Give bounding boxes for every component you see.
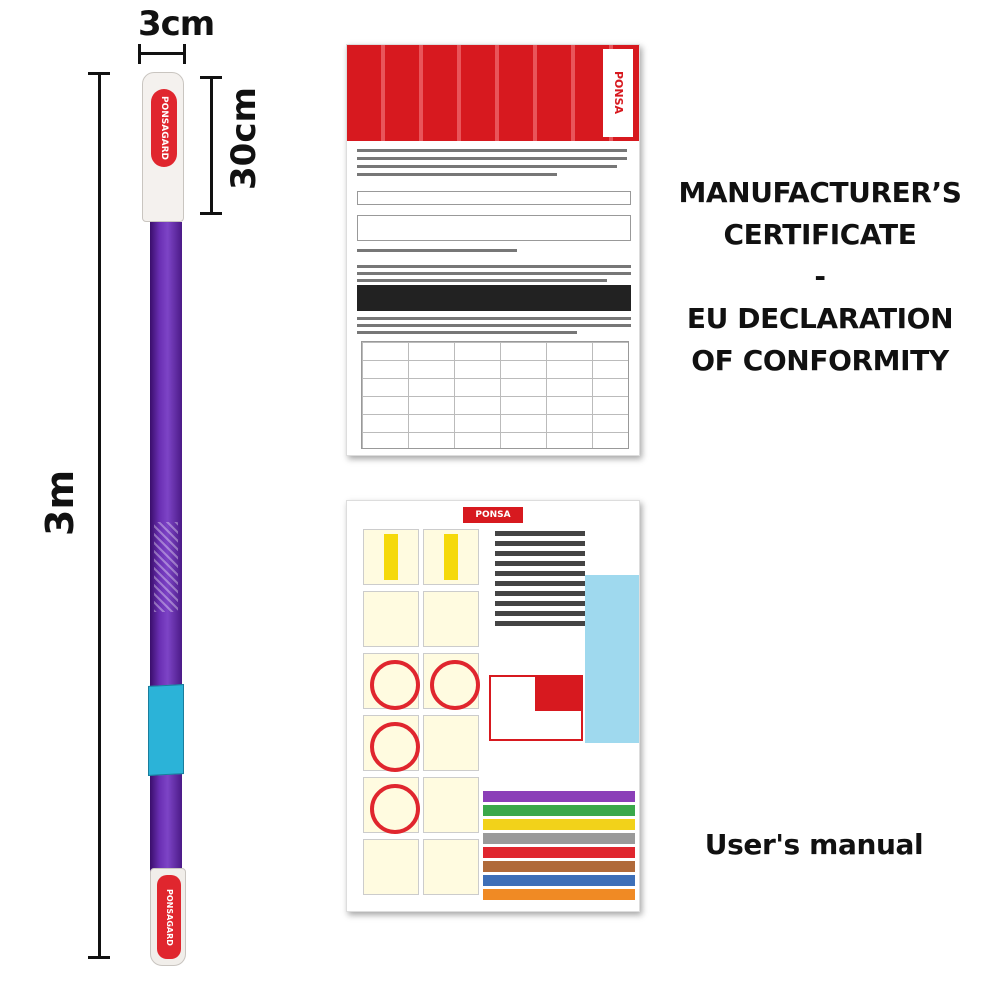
certificate-text xyxy=(357,279,607,282)
manual-instructions-list xyxy=(495,531,585,631)
sling-top-eye: PONSAGARD xyxy=(142,72,184,222)
certificate-text xyxy=(357,165,617,168)
manual-illustration xyxy=(423,715,479,771)
manual-illustration xyxy=(423,839,479,895)
sling-stitching xyxy=(154,522,178,612)
manual-label-panel xyxy=(585,575,639,743)
manual-illustration xyxy=(423,653,480,710)
total-length-dimension-label: 3m xyxy=(38,469,82,536)
certificate-brand-logo: PONSA xyxy=(603,49,633,137)
certificate-text xyxy=(357,173,557,176)
eye-length-dimension-line xyxy=(210,76,213,214)
manual-caption: User's manual xyxy=(704,828,924,861)
total-length-tick-top xyxy=(88,72,110,75)
manual-load-table-row xyxy=(483,791,635,802)
manual-illustration xyxy=(363,591,419,647)
certificate-caption-line: CERTIFICATE xyxy=(723,218,917,251)
manual-illustration xyxy=(363,529,419,585)
manual-illustration xyxy=(423,529,479,585)
certificate-caption-line: EU DECLARATION xyxy=(686,302,954,335)
sling-bottom-eye: PONSAGARD xyxy=(150,868,186,966)
eye-length-tick-top xyxy=(200,76,222,79)
manual-load-table-row xyxy=(483,875,635,886)
manual-load-table-row xyxy=(483,847,635,858)
certificate-text xyxy=(357,249,517,252)
user-manual-document: PONSA xyxy=(346,500,640,912)
width-dimension-label: 3cm xyxy=(138,4,215,44)
certificate-text xyxy=(357,272,631,275)
eye-length-tick-bottom xyxy=(200,212,222,215)
certificate-text xyxy=(357,324,631,327)
certificate-text xyxy=(357,157,627,160)
manual-illustration xyxy=(363,715,420,772)
certificate-inspection-table xyxy=(361,341,629,449)
manual-illustration xyxy=(363,653,420,710)
width-dimension-tick-right xyxy=(183,44,186,64)
eye-length-dimension-label: 30cm xyxy=(224,87,264,190)
manual-load-table-row xyxy=(483,805,635,816)
certificate-control-card-bar xyxy=(357,285,631,311)
total-length-dimension-line xyxy=(98,72,101,958)
certificate-caption: MANUFACTURER’S CERTIFICATE - EU DECLARAT… xyxy=(664,172,976,382)
manual-illustration xyxy=(423,591,479,647)
width-dimension-tick-left xyxy=(138,44,141,64)
manual-illustration xyxy=(363,839,419,895)
certificate-text xyxy=(357,265,631,268)
certificate-red-banner xyxy=(347,45,639,141)
certificate-text xyxy=(357,149,627,152)
sling-label-tag xyxy=(148,684,184,776)
manual-illustration xyxy=(363,777,420,834)
manual-load-table-row xyxy=(483,861,635,872)
certificate-text xyxy=(357,331,577,334)
sling-top-logo: PONSAGARD xyxy=(151,89,177,167)
certificate-caption-line: OF CONFORMITY xyxy=(691,344,949,377)
certificate-caption-line: MANUFACTURER’S xyxy=(678,176,962,209)
manual-app-banner xyxy=(535,677,581,711)
manual-load-table-row xyxy=(483,819,635,830)
certificate-text xyxy=(357,215,631,241)
certificate-text xyxy=(357,191,631,205)
manual-load-table-row xyxy=(483,833,635,844)
certificate-document: PONSA xyxy=(346,44,640,456)
sling-bottom-logo: PONSAGARD xyxy=(157,875,181,959)
manual-app-box xyxy=(489,675,583,741)
total-length-tick-bottom xyxy=(88,956,110,959)
manual-illustration xyxy=(423,777,479,833)
width-dimension-line xyxy=(138,52,186,55)
manual-brand-logo: PONSA xyxy=(463,507,523,523)
certificate-text xyxy=(357,317,631,320)
manual-load-table-row xyxy=(483,889,635,900)
certificate-caption-line: - xyxy=(814,260,826,293)
